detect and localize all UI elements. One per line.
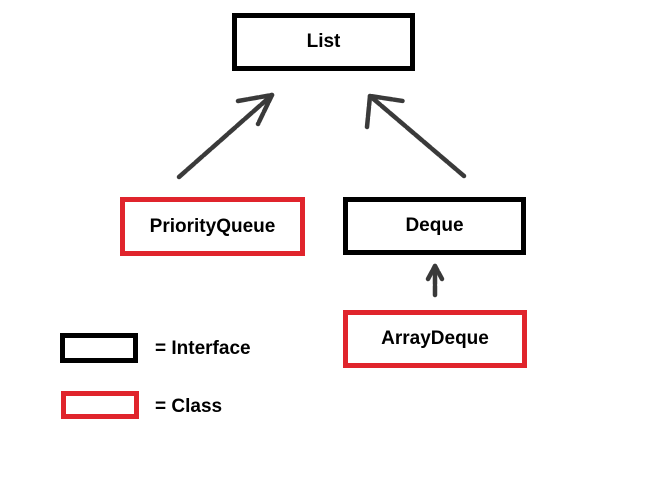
legend-interface-swatch [60, 333, 138, 363]
legend-class-label: = Class [155, 396, 223, 417]
node-deque-label: Deque [405, 215, 464, 236]
legend-interface-label: = Interface [155, 338, 251, 359]
node-priority-queue-label: PriorityQueue [149, 215, 276, 237]
node-array-deque: ArrayDeque [343, 310, 527, 368]
legend-class-swatch [61, 391, 139, 419]
node-list: List [232, 13, 415, 71]
node-deque: Deque [343, 197, 526, 255]
node-list-label: List [306, 31, 341, 52]
node-array-deque-label: ArrayDeque [381, 328, 489, 349]
arrow-deque-to-list [364, 93, 467, 179]
node-priority-queue: PriorityQueue [120, 197, 305, 256]
arrow-priorityqueue-to-list [176, 92, 275, 180]
arrow-arraydeque-to-deque [425, 263, 445, 298]
